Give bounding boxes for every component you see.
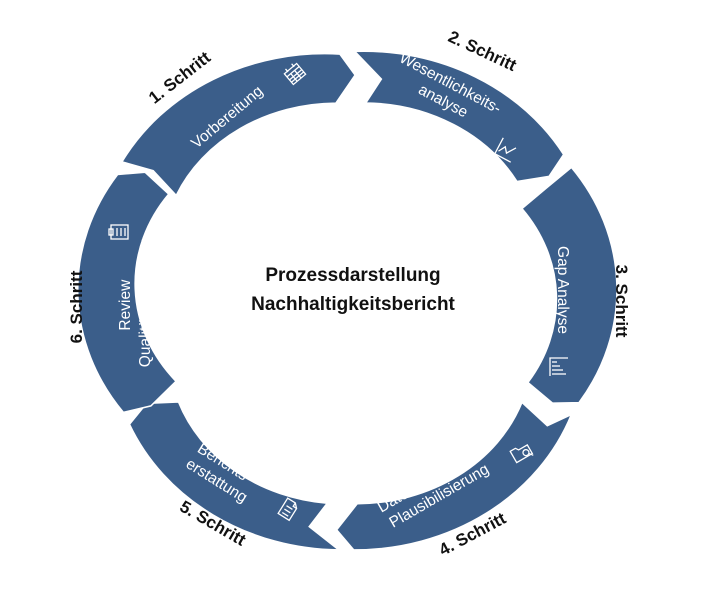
step-3-label: 3. Schritt	[612, 265, 631, 338]
line-chart-icon	[493, 137, 517, 163]
document-icon	[277, 497, 298, 522]
center-title-line1: Prozessdarstellung	[265, 265, 440, 286]
clipboard-icon	[108, 224, 129, 240]
calendar-icon	[283, 62, 307, 86]
segment-6	[77, 171, 178, 414]
folder-search-icon	[509, 444, 534, 464]
segments	[77, 50, 618, 551]
step-6-label: 6. Schritt	[67, 270, 86, 343]
segment-1	[120, 52, 357, 197]
segment-3-text: Gap Analyse	[554, 246, 571, 334]
segment-6-text: Review Qualitätssicherung	[117, 239, 154, 367]
segment-4	[335, 401, 573, 551]
segment-2	[353, 50, 565, 183]
center-title-line2: Nachhaltigkeitsbericht	[251, 294, 455, 315]
bar-chart-icon	[549, 357, 568, 376]
segment-3	[520, 166, 618, 404]
center-title: Prozessdarstellung Nachhaltigkeitsberich…	[251, 265, 455, 315]
segment-5	[128, 401, 341, 551]
